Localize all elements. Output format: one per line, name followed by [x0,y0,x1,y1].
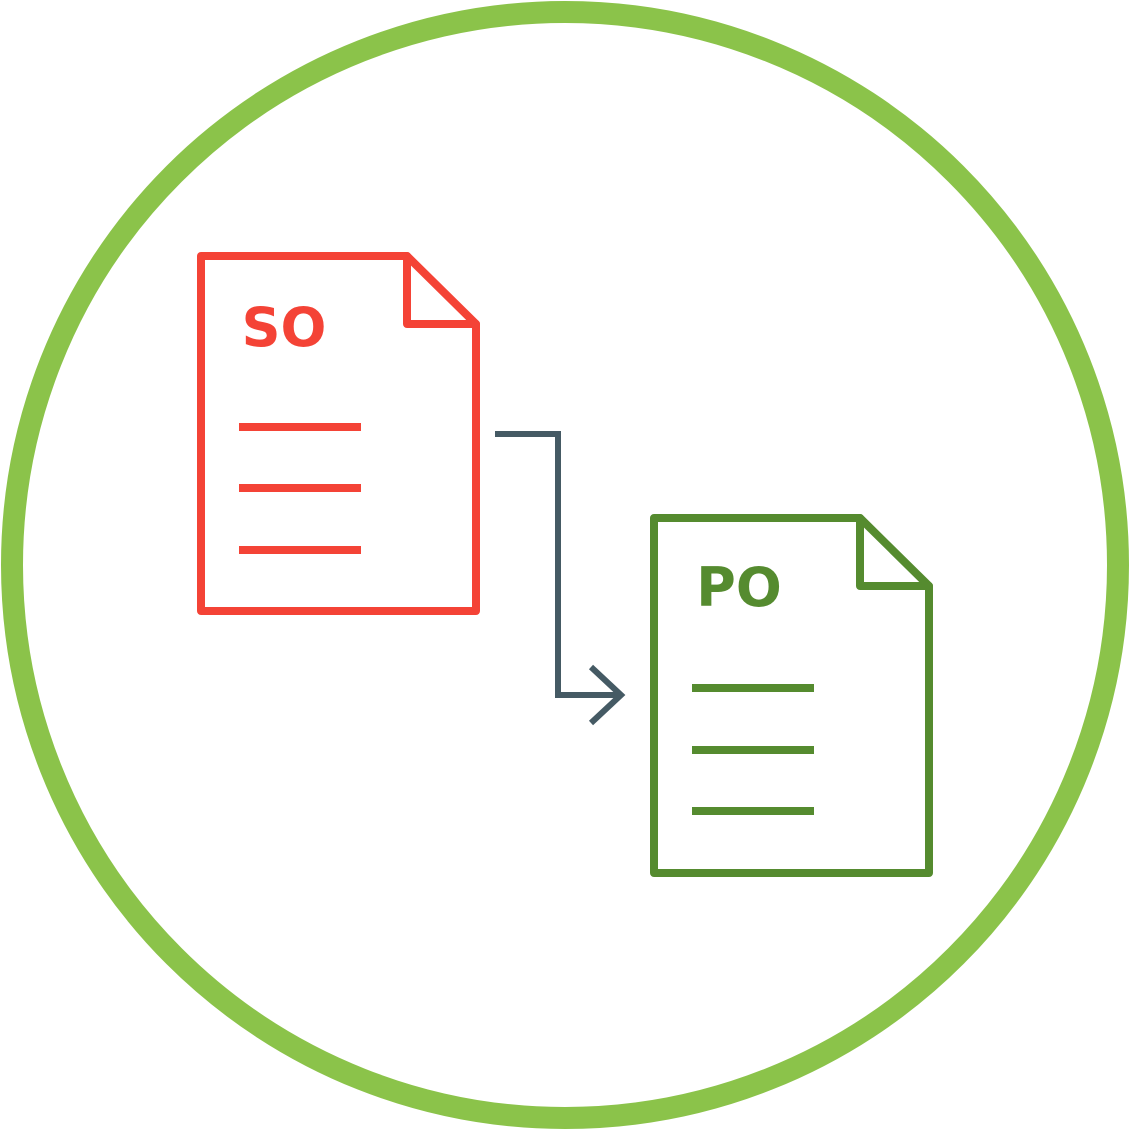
arrow-head-icon [588,664,626,726]
po-document-outline [650,514,933,877]
so-document-outline [197,252,480,615]
po-document-icon [650,514,933,877]
so-label: SO [242,296,327,359]
po-label: PO [696,556,781,619]
po-document-fold [856,514,933,590]
so-document-icon [197,252,480,615]
connector-line [495,431,620,698]
flow-arrow [495,431,626,726]
so-document-fold [403,252,480,328]
